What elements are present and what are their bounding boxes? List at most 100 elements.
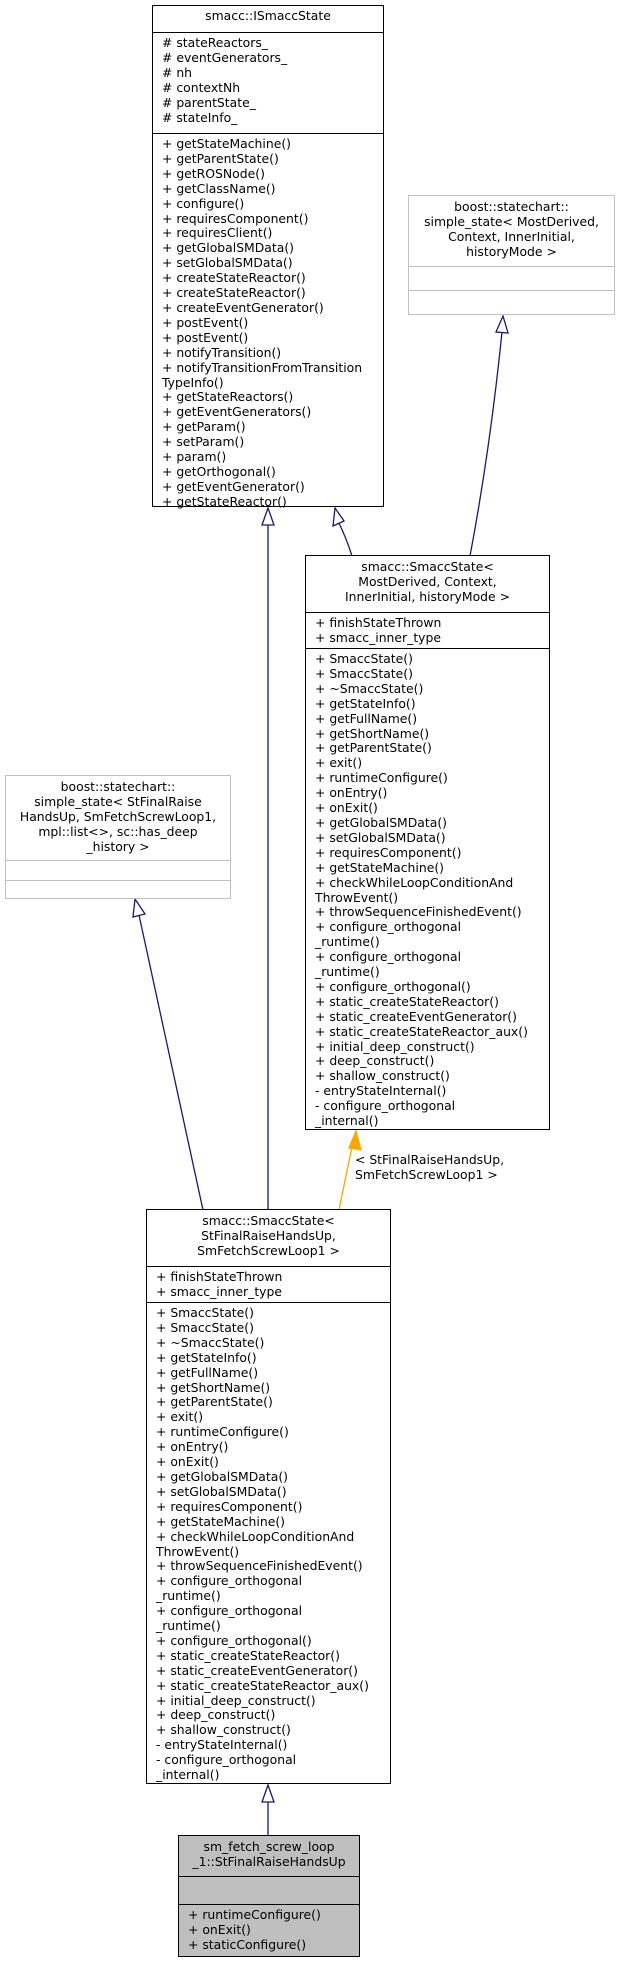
text-line: + param() — [162, 449, 227, 465]
text-line: SmFetchScrewLoop1 > — [197, 1242, 340, 1258]
text-line: + finishStateThrown — [315, 615, 442, 630]
text-line: + deep_construct() — [315, 1053, 435, 1069]
text-line: + getFullName() — [156, 1364, 259, 1380]
text-line: + getGlobalSMData() — [315, 814, 448, 830]
class-title: smacc::SmaccState<MostDerived, Context,I… — [306, 556, 549, 612]
text-line: + onEntry() — [156, 1439, 229, 1455]
text-line: + static_createStateReactor_aux() — [315, 1023, 528, 1039]
class-box-smacc-state-generic[interactable]: smacc::SmaccState<MostDerived, Context,I… — [305, 555, 550, 1130]
class-title: boost::statechart::simple_state< MostDer… — [409, 196, 614, 266]
inherit-edge-ismacc-to-generic — [332, 506, 353, 557]
text-line: + getStateInfo() — [156, 1349, 257, 1365]
class-box-smacc-state-specific[interactable]: smacc::SmaccState<StFinalRaiseHandsUp,Sm… — [146, 1209, 391, 1784]
text-line: + getStateMachine() — [156, 1513, 286, 1529]
text-line: + smacc_inner_type — [156, 1283, 282, 1299]
text-line: _internal() — [315, 1113, 379, 1129]
text-line: - entryStateInternal() — [315, 1083, 447, 1099]
text-line: # eventGenerators_ — [162, 49, 288, 65]
methods-section: + SmaccState()+ SmaccState()+ ~SmaccStat… — [147, 1302, 390, 1786]
text-line: + SmaccState() — [315, 665, 413, 681]
text-line: + static_createEventGenerator() — [315, 1008, 517, 1024]
text-line: + runtimeConfigure() — [188, 1907, 321, 1922]
text-line: + getStateInfo() — [315, 695, 416, 711]
text-line: + setGlobalSMData() — [162, 255, 293, 271]
text-line: + staticConfigure() — [188, 1936, 307, 1952]
text-line: + getStateReactor() — [162, 493, 287, 509]
text-line: + static_createStateReactor_aux() — [156, 1677, 369, 1693]
text-line: # stateInfo_ — [162, 109, 238, 125]
text-line: # parentState_ — [162, 94, 256, 110]
attributes-section: # stateReactors_# eventGenerators_# nh# … — [153, 32, 383, 133]
text-line: + finishStateThrown — [156, 1269, 283, 1284]
class-box-boost-simple-state-generic[interactable]: boost::statechart::simple_state< MostDer… — [408, 195, 615, 315]
class-title: smacc::SmaccState<StFinalRaiseHandsUp,Sm… — [147, 1210, 390, 1266]
attributes-section — [6, 860, 230, 880]
text-line: + shallow_construct() — [315, 1068, 450, 1084]
text-line: ThrowEvent() — [315, 889, 399, 905]
text-line: + ~SmaccState() — [156, 1334, 265, 1350]
text-line: historyMode > — [466, 243, 557, 259]
inherit-arrowhead-icon — [261, 1783, 275, 1803]
class-box-st-final-raise-hands-up[interactable]: sm_fetch_screw_loop_1::StFinalRaiseHands… — [178, 1835, 360, 1957]
text-line: smacc::ISmaccState — [205, 8, 331, 23]
text-line: + getShortName() — [156, 1379, 271, 1395]
attributes-section: + finishStateThrown+ smacc_inner_type — [147, 1266, 390, 1302]
text-line: + getFullName() — [315, 710, 418, 726]
methods-section: + getStateMachine()+ getParentState()+ g… — [153, 133, 383, 513]
text-line: + configure_orthogonal — [156, 1603, 303, 1619]
text-line: sm_fetch_screw_loop — [203, 1839, 335, 1854]
text-line: + checkWhileLoopConditionAnd — [315, 874, 514, 890]
text-line: _runtime() — [315, 934, 380, 950]
class-box-ismacc-state[interactable]: smacc::ISmaccState # stateReactors_# eve… — [152, 5, 384, 509]
text-line: + initial_deep_construct() — [315, 1038, 475, 1054]
inherit-edge-ismacc-to-specific — [261, 506, 275, 1210]
text-line: + configure_orthogonal() — [315, 978, 471, 994]
text-line: - configure_orthogonal — [156, 1752, 297, 1768]
text-line: + ~SmaccState() — [315, 680, 424, 696]
text-line: + requiresClient() — [162, 225, 273, 241]
text-line: SmFetchScrewLoop1 > — [355, 1166, 498, 1182]
text-line: + shallow_construct() — [156, 1722, 291, 1738]
text-line: + requiresComponent() — [156, 1498, 303, 1514]
attributes-section — [179, 1876, 359, 1904]
text-line: simple_state< MostDerived, — [424, 213, 599, 229]
text-line: + getParam() — [162, 419, 246, 435]
text-line: + static_createStateReactor() — [156, 1647, 340, 1663]
template-arrowhead-icon — [348, 1128, 362, 1151]
text-line: + exit() — [156, 1409, 204, 1425]
text-line: + onEntry() — [315, 785, 388, 801]
text-line: + getShortName() — [315, 725, 430, 741]
text-line: + getGlobalSMData() — [162, 240, 295, 256]
text-line: + requiresComponent() — [315, 844, 462, 860]
methods-section: + SmaccState()+ SmaccState()+ ~SmaccStat… — [306, 648, 549, 1132]
inherit-edge-boost-specific-to-specific — [132, 897, 204, 1211]
inherit-arrowhead-icon — [495, 314, 509, 334]
text-line: < StFinalRaiseHandsUp, — [355, 1152, 505, 1167]
text-line: + getOrthogonal() — [162, 463, 276, 479]
text-line: + exit() — [315, 755, 363, 771]
edge-line — [338, 522, 353, 557]
inherit-arrowhead-icon — [132, 897, 147, 918]
text-line: # stateReactors_ — [162, 35, 268, 50]
edge-line — [138, 914, 204, 1211]
text-line: + getStateReactors() — [162, 389, 294, 405]
text-line: + getEventGenerators() — [162, 404, 312, 420]
text-line: _internal() — [156, 1767, 220, 1783]
text-line: + getGlobalSMData() — [156, 1468, 289, 1484]
text-line: + configure_orthogonal — [315, 949, 462, 965]
inherit-arrowhead-icon — [261, 506, 275, 526]
text-line: smacc::SmaccState< — [202, 1213, 335, 1228]
text-line: + SmaccState() — [156, 1305, 254, 1320]
template-edge-generic-to-specific — [338, 1128, 362, 1211]
text-line: + postEvent() — [162, 329, 249, 345]
text-line: + createEventGenerator() — [162, 299, 324, 315]
inherit-edge-specific-to-final — [261, 1783, 275, 1836]
text-line: + createStateReactor() — [162, 285, 306, 301]
class-box-boost-simple-state-specific[interactable]: boost::statechart::simple_state< StFinal… — [5, 775, 231, 899]
text-line: + configure_orthogonal() — [156, 1632, 312, 1648]
text-line: _runtime() — [315, 964, 380, 980]
methods-section: + runtimeConfigure()+ onExit()+ staticCo… — [179, 1904, 359, 1956]
text-line: + throwSequenceFinishedEvent() — [315, 904, 522, 920]
text-line: + SmaccState() — [156, 1319, 254, 1335]
attributes-section — [409, 266, 614, 290]
